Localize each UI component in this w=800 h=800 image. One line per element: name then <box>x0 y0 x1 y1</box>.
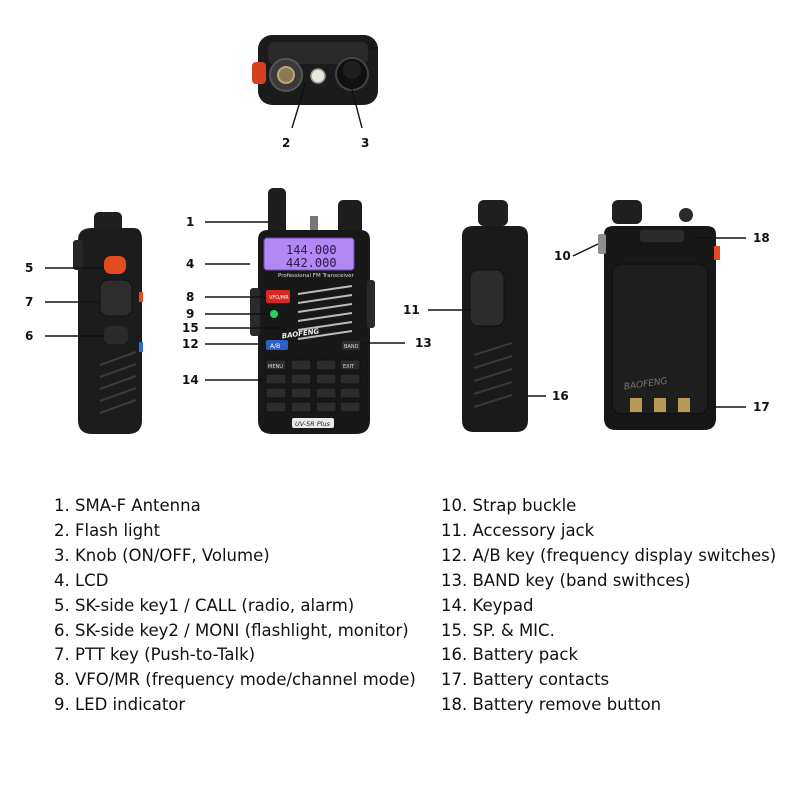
lcd-line-1: 144.000 <box>286 243 337 257</box>
radio-diagram: 144.000 442.000 Professional FM Transcei… <box>25 35 770 434</box>
band-key <box>342 341 360 350</box>
legend-right: 10. Strap buckle 11. Accessory jack 12. … <box>441 494 776 718</box>
led-indicator-icon <box>270 310 278 318</box>
battery-pack <box>611 263 709 415</box>
legend-item: 9. LED indicator <box>54 695 186 715</box>
legend-item: 14. Keypad <box>441 595 534 615</box>
battery-contact <box>678 398 690 412</box>
right-side-knob-icon <box>478 200 508 226</box>
legend-item: 17. Battery contacts <box>441 670 610 690</box>
svg-text:EXIT: EXIT <box>343 364 355 370</box>
battery-remove-button <box>640 230 684 242</box>
callout-17: 17 <box>753 400 770 414</box>
legend-item: 11. Accessory jack <box>441 520 595 540</box>
speaker-grille <box>297 285 353 340</box>
legend-item: 5. SK-side key1 / CALL (radio, alarm) <box>54 595 355 615</box>
legend-item: 8. VFO/MR (frequency mode/channel mode) <box>54 670 416 690</box>
front-view: 144.000 442.000 Professional FM Transcei… <box>250 188 375 434</box>
svg-text:UV-5R Plus: UV-5R Plus <box>295 420 331 428</box>
moni-key-icon <box>104 326 128 344</box>
callout-numbers: 1 2 3 4 5 7 6 8 9 15 12 13 14 10 11 16 1… <box>25 136 770 414</box>
accessory-jack-cover <box>469 269 505 327</box>
legend-item: 18. Battery remove button <box>441 695 662 715</box>
ptt-key-icon <box>99 279 133 317</box>
right-side-view <box>462 200 528 432</box>
left-side-view <box>73 212 143 434</box>
battery-contact <box>654 398 666 412</box>
legend-item: 16. Battery pack <box>441 645 579 665</box>
legend-item: 3. Knob (ON/OFF, Volume) <box>54 545 270 565</box>
call-key-icon <box>104 256 126 274</box>
callout-12: 12 <box>182 337 199 351</box>
legend-item: 10. Strap buckle <box>441 496 577 515</box>
strap-buckle-icon <box>598 234 606 254</box>
flashlight-icon <box>310 68 326 84</box>
svg-text:VFO/MR: VFO/MR <box>269 295 289 301</box>
callout-7: 7 <box>25 295 33 309</box>
legend-item: 2. Flash light <box>54 520 161 540</box>
top-red-accent <box>252 62 266 84</box>
callout-11: 11 <box>403 303 420 317</box>
legend-item: 6. SK-side key2 / MONI (flashlight, moni… <box>54 620 409 640</box>
svg-text:A/B: A/B <box>270 343 280 350</box>
legend-item: 15. SP. & MIC. <box>441 620 555 640</box>
legend-item: 7. PTT key (Push-to-Talk) <box>54 645 256 665</box>
svg-text:MENU: MENU <box>268 364 283 370</box>
top-view <box>252 35 378 105</box>
svg-text:BAND: BAND <box>344 344 359 350</box>
model-badge <box>292 418 334 428</box>
callout-9: 9 <box>186 307 194 321</box>
legend-left: 1. SMA-F Antenna 2. Flash light 3. Knob … <box>54 494 416 718</box>
legend-item: 1. SMA-F Antenna <box>54 496 201 515</box>
antenna-icon <box>268 188 286 236</box>
callout-4: 4 <box>186 257 194 271</box>
callout-10: 10 <box>554 249 571 263</box>
legend-item: 12. A/B key (frequency display switches) <box>441 545 777 565</box>
callout-6: 6 <box>25 329 33 343</box>
callout-18: 18 <box>753 231 770 245</box>
legend-item: 4. LCD <box>54 570 109 590</box>
callout-13: 13 <box>415 336 432 350</box>
ab-key <box>266 340 288 350</box>
lcd-line-2: 442.000 <box>286 256 337 270</box>
callout-1: 1 <box>186 215 194 229</box>
legend-item: 13. BAND key (band swithces) <box>441 570 691 590</box>
volume-knob-icon <box>338 200 362 234</box>
radio-header-text: Professional FM Transceiver <box>278 273 355 279</box>
callout-16: 16 <box>552 389 569 403</box>
callout-2: 2 <box>282 136 290 150</box>
lcd-screen <box>263 237 355 271</box>
callout-8: 8 <box>186 290 194 304</box>
callout-3: 3 <box>361 136 369 150</box>
leader-lines <box>45 81 746 408</box>
battery-contact <box>630 398 642 412</box>
vfo-mr-key <box>266 290 290 303</box>
callout-15: 15 <box>182 321 199 335</box>
callout-5: 5 <box>25 261 33 275</box>
back-view: BAOFENG <box>598 200 720 430</box>
callout-14: 14 <box>182 373 199 387</box>
keypad <box>265 359 361 413</box>
